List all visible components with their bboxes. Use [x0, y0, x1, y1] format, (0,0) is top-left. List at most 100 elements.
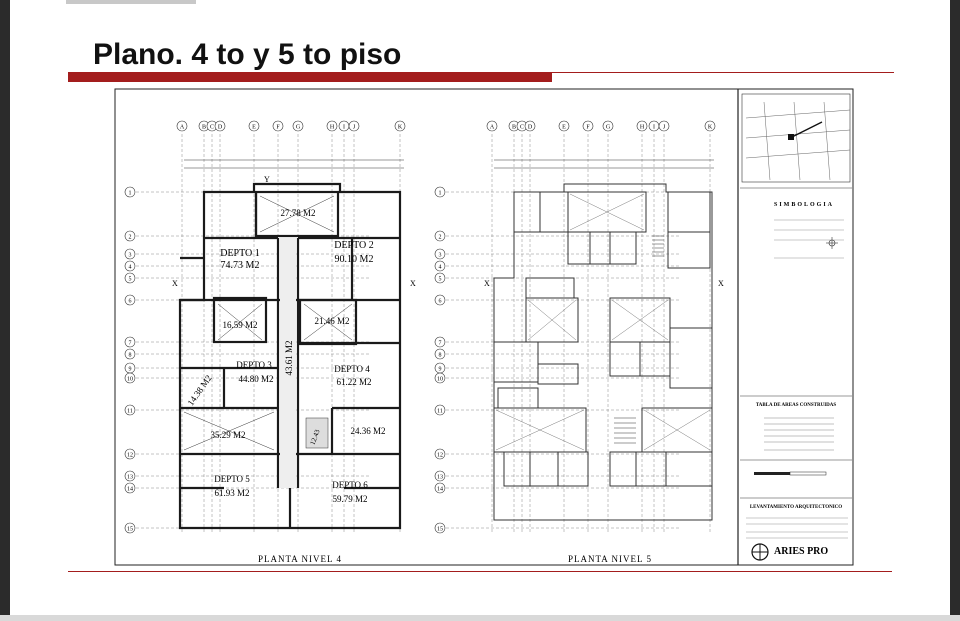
- right-row-label: 5: [439, 277, 442, 283]
- right-row-marker-3: 3: [434, 248, 446, 260]
- right-row-marker-10: 10: [434, 372, 446, 384]
- left-axis-x: X: [172, 279, 178, 288]
- right-plan-caption: PLANTA NIVEL 5: [568, 554, 652, 564]
- left-row-marker-14: 14: [124, 482, 136, 494]
- sidebar-table-title: TABLA DE AREAS CONSTRUIDAS: [756, 403, 837, 408]
- right-row-marker-9: 9: [434, 362, 446, 374]
- right-col-label: A: [490, 125, 495, 131]
- left-row-label: 2: [129, 235, 132, 241]
- right-row-label: 15: [437, 527, 443, 533]
- unit-1-area: 74.73 M2: [221, 260, 260, 271]
- crosshair-icon: [826, 237, 838, 249]
- left-row-label: 5: [129, 277, 132, 283]
- left-row-marker-6: 6: [124, 294, 136, 306]
- slide-title: Plano. 4 to y 5 to piso: [93, 38, 402, 71]
- left-row-marker-10: 10: [124, 372, 136, 384]
- left-col-label: B: [202, 125, 206, 131]
- unit-6-name: DEPTO 6: [332, 480, 368, 490]
- left-row-marker-4: 4: [124, 260, 136, 272]
- right-col-label: G: [606, 125, 611, 131]
- sidebar-simbologia: SIMBOLOGIA: [774, 202, 834, 208]
- right-row-marker-5: 5: [434, 272, 446, 284]
- right-row-label: 11: [437, 409, 443, 415]
- right-col-label: E: [562, 125, 566, 131]
- area-low-right: 24.36 M2: [350, 426, 385, 436]
- title-accent-bar: [68, 72, 552, 82]
- left-row-marker-11: 11: [124, 404, 136, 416]
- left-row-marker-13: 13: [124, 470, 136, 482]
- right-row-label: 1: [439, 191, 442, 197]
- left-row-marker-8: 8: [124, 348, 136, 360]
- right-row-label: 7: [439, 341, 442, 347]
- right-stair-treads: [614, 235, 664, 444]
- left-row-label: 4: [129, 265, 132, 271]
- right-col-label: I: [653, 125, 655, 131]
- right-row-label: 13: [437, 475, 443, 481]
- left-plan-walls: [178, 182, 402, 530]
- unit-6-area: 59.79 M2: [332, 494, 367, 504]
- left-row-label: 12: [127, 453, 133, 459]
- left-small-void: [305, 417, 329, 449]
- left-row-label: 6: [129, 299, 132, 305]
- sidebar-sheet-info: [746, 517, 848, 539]
- left-col-marker-D: D: [214, 120, 226, 132]
- left-row-label: 14: [127, 487, 133, 493]
- left-row-marker-7: 7: [124, 336, 136, 348]
- left-row-label: 11: [127, 409, 133, 415]
- unit-5-area: 61.93 M2: [214, 488, 249, 498]
- left-col-label: D: [218, 125, 223, 131]
- right-row-label: 4: [439, 265, 442, 271]
- right-row-label: 8: [439, 353, 442, 359]
- right-row-marker-15: 15: [434, 522, 446, 534]
- left-row-marker-3: 3: [124, 248, 136, 260]
- right-row-label: 12: [437, 453, 443, 459]
- right-col-marker-G: G: [602, 120, 614, 132]
- left-col-label: I: [343, 125, 345, 131]
- frame-left: [0, 0, 10, 621]
- left-col-marker-I: I: [338, 120, 350, 132]
- left-row-label: 9: [129, 367, 132, 373]
- right-col-marker-A: A: [486, 120, 498, 132]
- sidebar-location-map: [741, 93, 851, 183]
- right-col-label: H: [640, 125, 645, 131]
- left-stair: [183, 195, 353, 451]
- right-voids: [495, 193, 711, 451]
- left-col-marker-G: G: [292, 120, 304, 132]
- left-row-marker-12: 12: [124, 448, 136, 460]
- unit-4-name: DEPTO 4: [334, 364, 370, 374]
- right-col-marker-J: J: [658, 120, 670, 132]
- right-col-marker-D: D: [524, 120, 536, 132]
- frame-right: [950, 0, 960, 621]
- right-col-marker-F: F: [582, 120, 594, 132]
- left-row-label: 13: [127, 475, 133, 481]
- left-corridor-fill: [280, 238, 296, 488]
- right-col-marker-K: K: [704, 120, 716, 132]
- left-col-marker-J: J: [348, 120, 360, 132]
- left-col-marker-A: A: [176, 120, 188, 132]
- unit-3-area: 44.80 M2: [238, 374, 273, 384]
- left-col-marker-H: H: [326, 120, 338, 132]
- top-strip: [66, 0, 196, 4]
- left-col-marker-E: E: [248, 120, 260, 132]
- left-col-label: C: [210, 125, 214, 131]
- left-row-label: 8: [129, 353, 132, 359]
- right-row-label: 9: [439, 367, 442, 373]
- right-col-label: D: [528, 125, 533, 131]
- aries-logo-icon: [751, 543, 769, 561]
- sidebar-scale-bar: [754, 471, 827, 476]
- unit-5-name: DEPTO 5: [214, 474, 250, 484]
- left-axis-y: Y: [264, 175, 270, 184]
- unit-2-name: DEPTO 2: [334, 240, 374, 251]
- area-top: 27.78 M2: [280, 208, 315, 218]
- sidebar-sheet-title: LEVANTAMIENTO ARQUITECTONICO: [750, 505, 842, 510]
- right-col-label: F: [586, 125, 590, 131]
- left-col-label: H: [330, 125, 335, 131]
- right-row-marker-11: 11: [434, 404, 446, 416]
- right-col-marker-H: H: [636, 120, 648, 132]
- footer-rule: [68, 571, 892, 572]
- right-row-marker-2: 2: [434, 230, 446, 242]
